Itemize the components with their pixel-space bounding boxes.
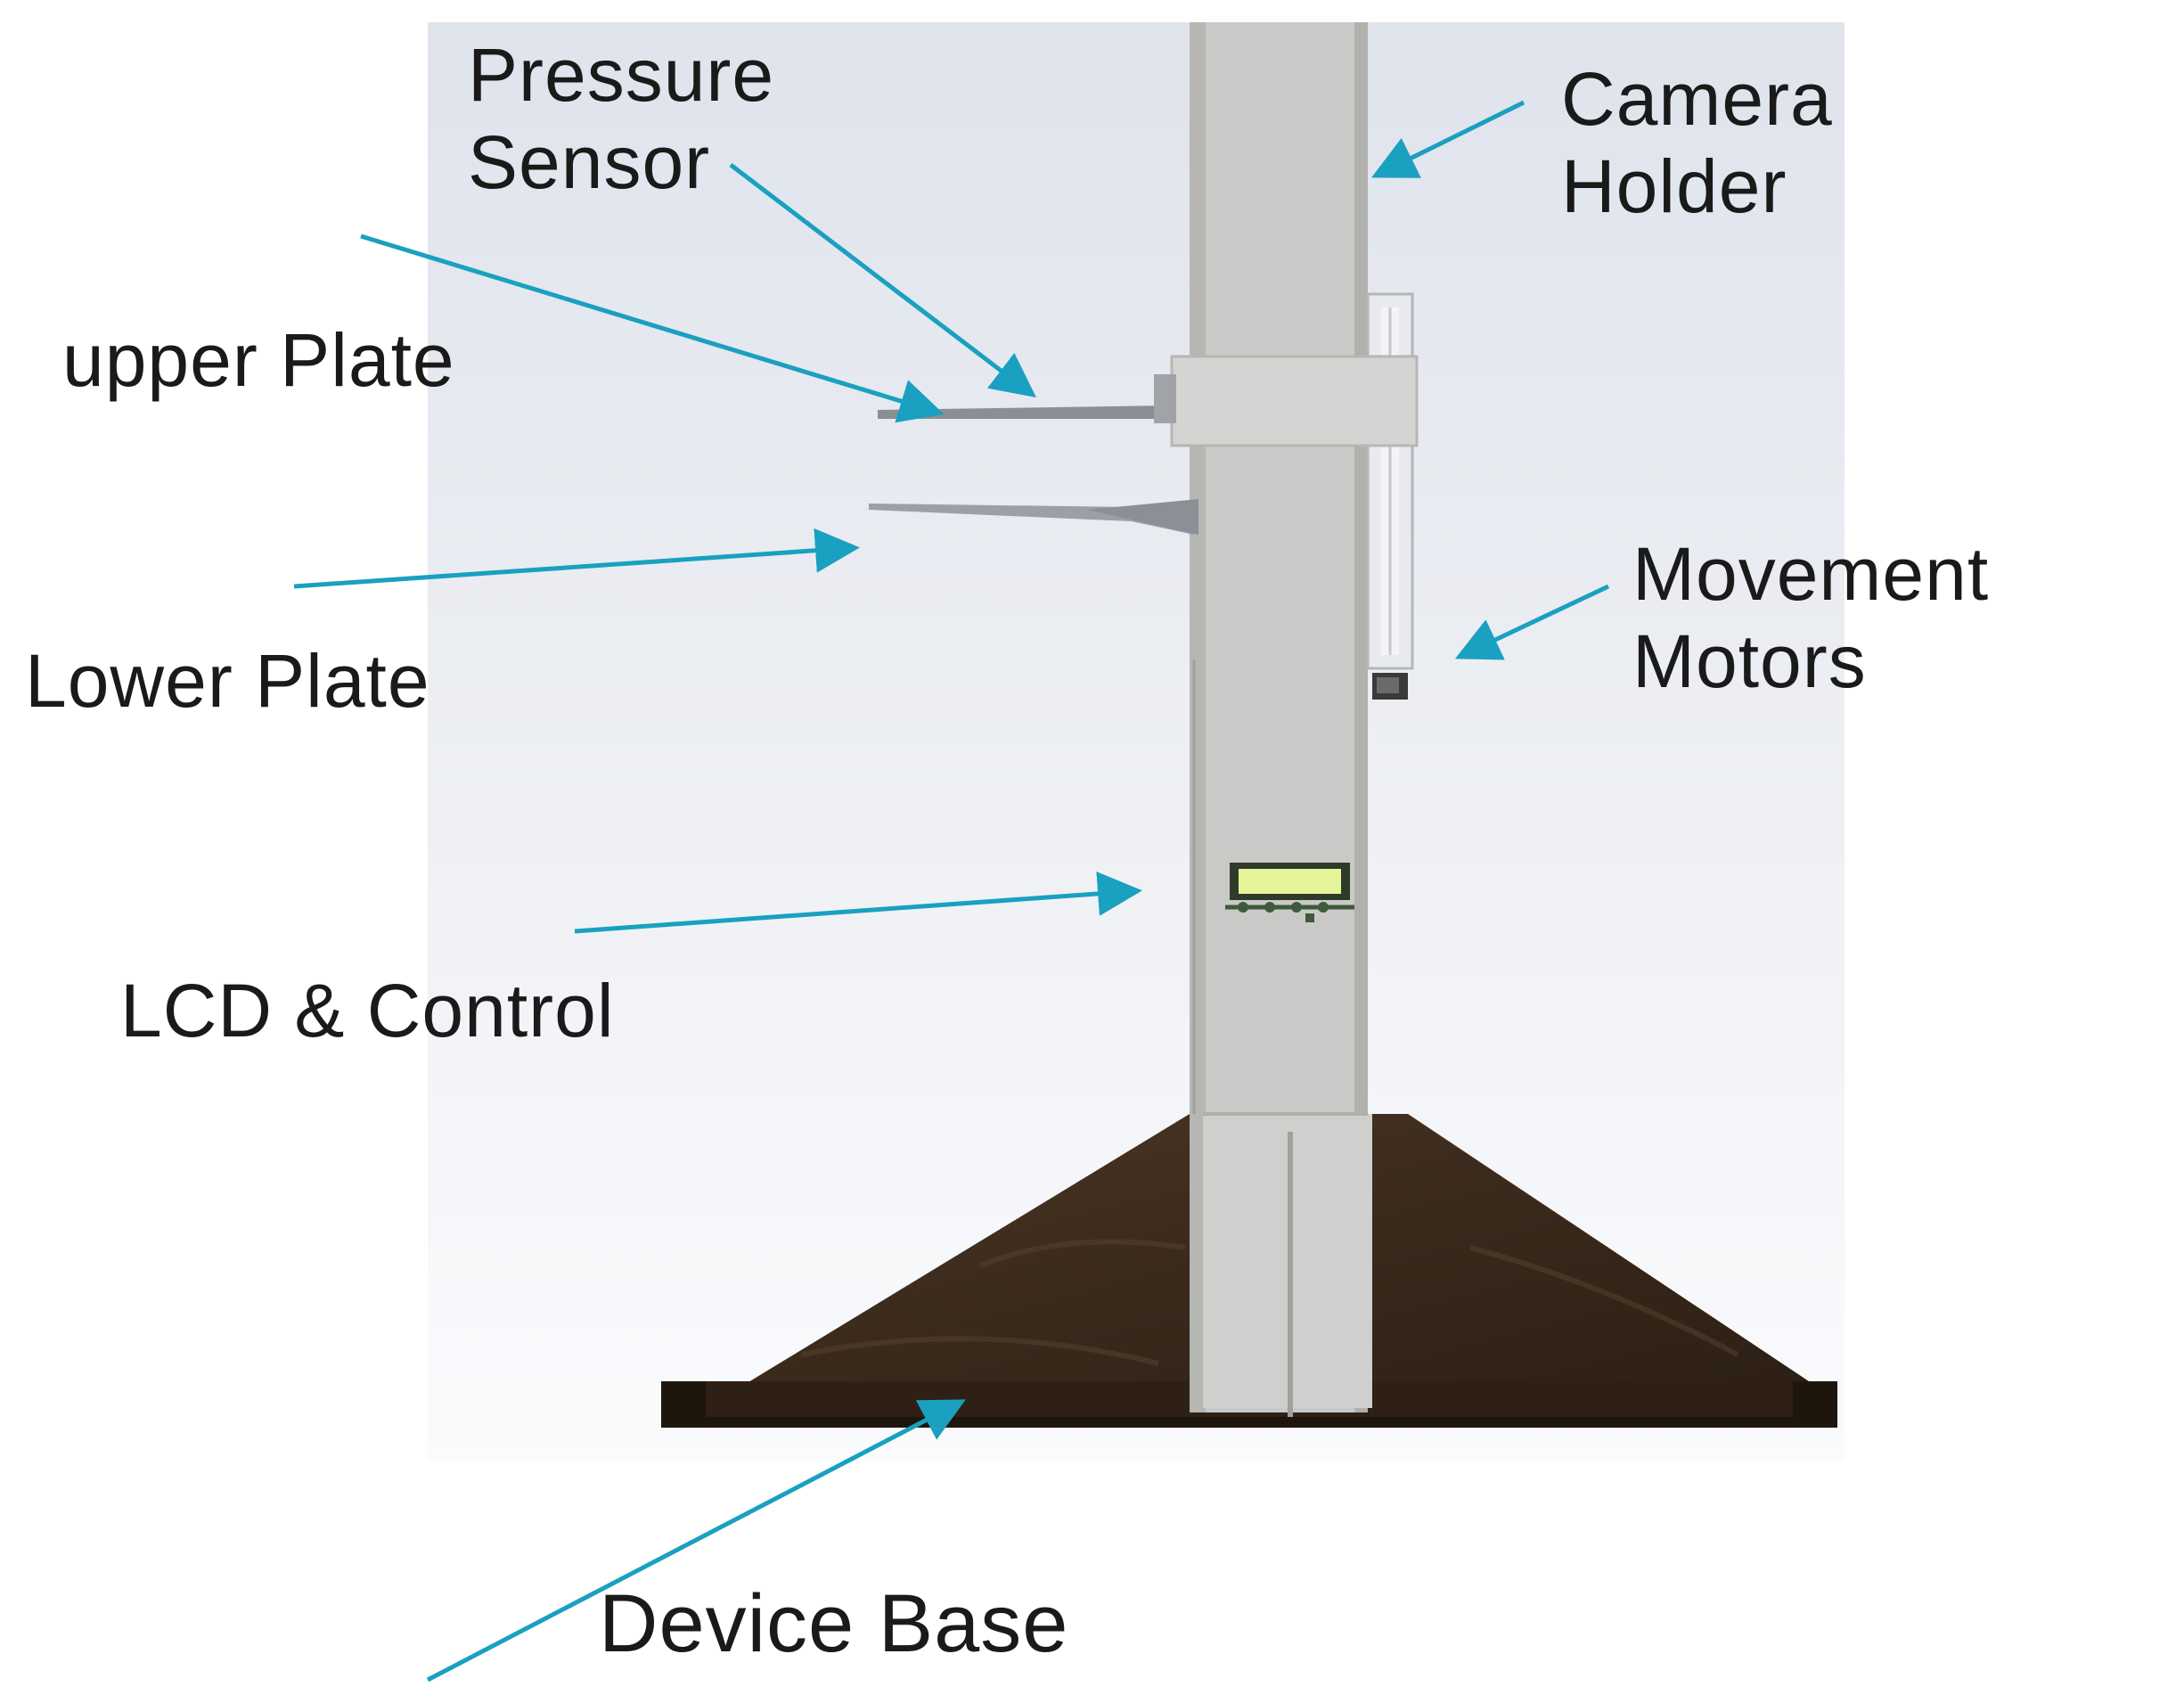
callout-arrows [293, 100, 1610, 1683]
lcd-panel [1225, 863, 1354, 922]
label-movement-motors-line1: Movement [1632, 532, 1990, 616]
label-pressure-sensor-line2: Sensor [468, 120, 711, 204]
label-camera-holder: Camera Holder [1561, 55, 1833, 230]
label-lcd-control: LCD & Control [120, 969, 615, 1052]
label-pressure-sensor: Pressure Sensor [468, 31, 774, 206]
arrow-pressure-sensor [729, 163, 1036, 398]
lower-plate-shape [869, 499, 1198, 535]
label-lower-plate: Lower Plate [25, 639, 430, 723]
label-pressure-sensor-line1: Pressure [468, 33, 775, 117]
arrow-lower-plate [293, 528, 860, 589]
arrow-lcd-control [574, 871, 1142, 934]
arrow-device-base [426, 1399, 966, 1683]
label-camera-holder-line2: Holder [1561, 144, 1787, 228]
main-column [1190, 22, 1372, 1417]
rail-assembly [1366, 292, 1414, 700]
arrow-movement-motors [1454, 584, 1610, 660]
label-camera-holder-line1: Camera [1561, 57, 1833, 141]
label-device-base: Device Base [599, 1578, 1069, 1669]
label-movement-motors-line2: Motors [1632, 619, 1867, 703]
arrow-camera-holder [1371, 100, 1526, 178]
arrow-upper-plate [360, 233, 945, 423]
upper-plate-shape [878, 374, 1176, 423]
label-movement-motors: Movement Motors [1632, 530, 1989, 705]
label-upper-plate: upper Plate [62, 318, 455, 402]
carriage-block [1170, 355, 1419, 447]
